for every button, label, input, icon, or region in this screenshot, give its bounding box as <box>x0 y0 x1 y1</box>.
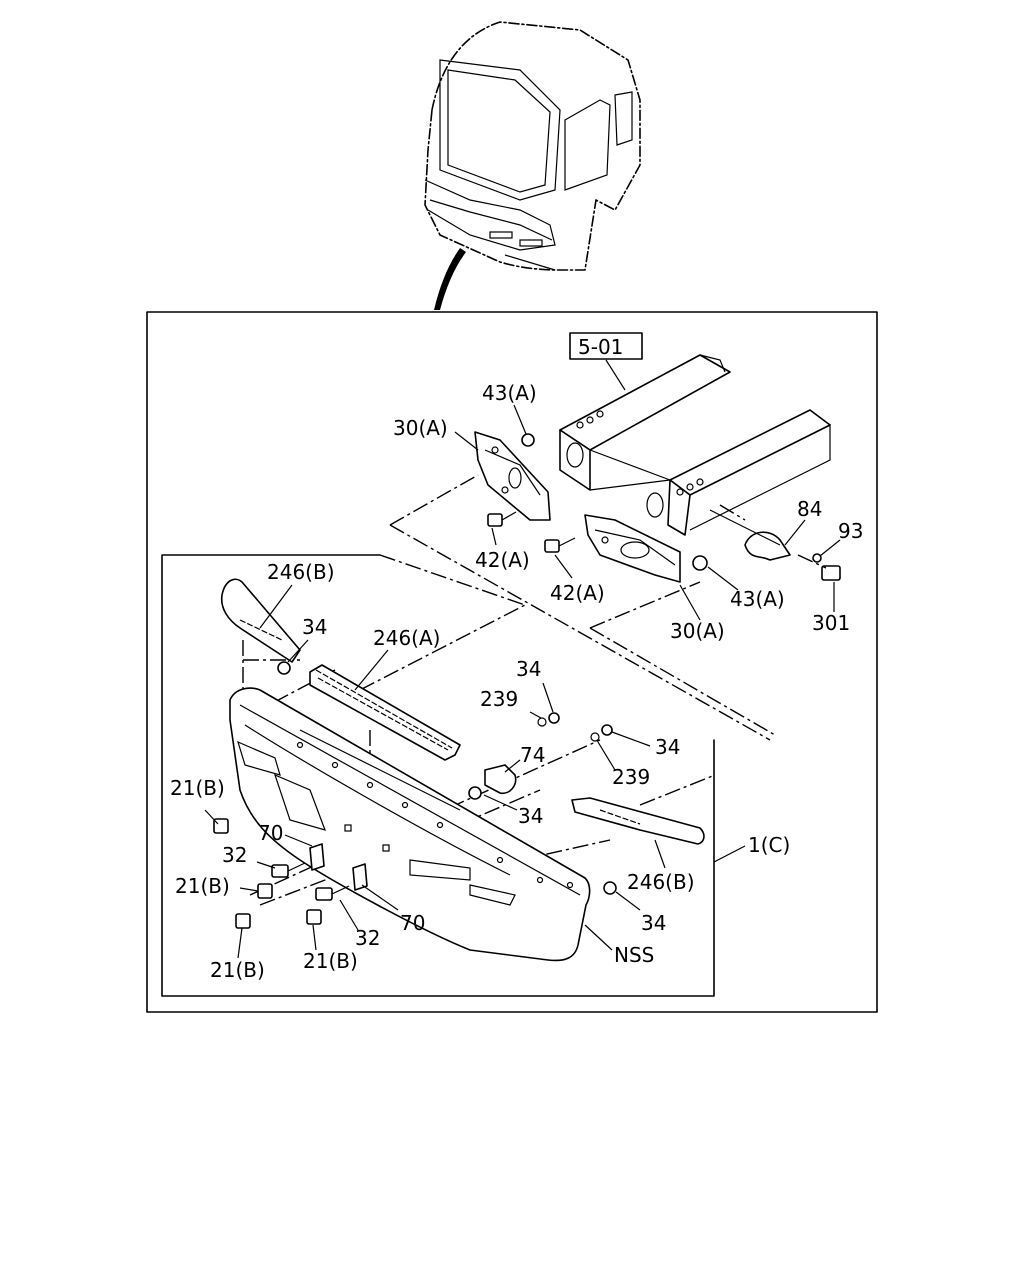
label-74: 74 <box>520 743 545 767</box>
label-43a-right: 43(A) <box>730 587 785 611</box>
bolt-301 <box>821 565 841 581</box>
bracket-30a-lower <box>584 514 681 583</box>
label-84: 84 <box>797 497 822 521</box>
label-21b-4: 21(B) <box>303 949 358 973</box>
label-34-bottom: 34 <box>641 911 666 935</box>
chassis-frame <box>559 354 831 536</box>
fastener-43a-top <box>521 433 535 447</box>
label-21b-1: 21(B) <box>170 776 225 800</box>
label-70-right: 70 <box>400 911 425 935</box>
label-246b-top: 246(B) <box>267 560 335 584</box>
label-301: 301 <box>812 611 850 635</box>
bracket-30a-upper <box>474 431 551 521</box>
tow-hook-84 <box>709 509 791 561</box>
truck-cab-illustration <box>424 21 641 310</box>
label-70-left: 70 <box>258 821 283 845</box>
label-1c: 1(C) <box>748 833 790 857</box>
bolts-32 <box>271 862 350 901</box>
end-cap-246b-right <box>571 797 705 845</box>
nuts-34 <box>277 661 617 895</box>
label-239-top: 239 <box>480 687 518 711</box>
grille-246a <box>309 664 461 761</box>
fastener-43a-right <box>692 555 708 571</box>
fastener-42a-left <box>487 511 517 527</box>
reference-box: 5-01 <box>569 332 643 391</box>
fastener-42a-right <box>544 537 576 553</box>
brackets-70 <box>309 843 368 891</box>
bracket-74 <box>484 764 517 795</box>
label-34-mid: 34 <box>516 657 541 681</box>
label-30a-top: 30(A) <box>393 416 448 440</box>
label-43a-top: 43(A) <box>482 381 537 405</box>
front-bumper-1c <box>229 687 591 962</box>
washer-93 <box>812 553 822 563</box>
outer-frame <box>146 311 878 1013</box>
label-246a: 246(A) <box>373 626 440 650</box>
leader-lines <box>204 404 841 959</box>
clips-21b <box>213 818 322 929</box>
label-246b-right: 246(B) <box>627 870 695 894</box>
label-21b-3: 21(B) <box>210 958 265 982</box>
ref-box-label: 5-01 <box>578 335 623 359</box>
washers-239 <box>537 717 600 742</box>
label-32-bottom: 32 <box>355 926 380 950</box>
label-34-lower: 34 <box>518 804 543 828</box>
label-239-bottom: 239 <box>612 765 650 789</box>
label-34-right: 34 <box>655 735 680 759</box>
end-cap-246b-left <box>220 578 301 663</box>
inner-frame <box>161 554 715 997</box>
label-32-left: 32 <box>222 843 247 867</box>
label-42a-right: 42(A) <box>550 581 605 605</box>
label-21b-2: 21(B) <box>175 874 230 898</box>
label-42a-left: 42(A) <box>475 548 530 572</box>
label-34-top: 34 <box>302 615 327 639</box>
callout-labels: 43(A) 30(A) 42(A) 42(A) 43(A) 30(A) 84 9… <box>170 381 863 982</box>
label-93: 93 <box>838 519 863 543</box>
label-30a-bottom: 30(A) <box>670 619 725 643</box>
label-nss: NSS <box>614 943 654 967</box>
